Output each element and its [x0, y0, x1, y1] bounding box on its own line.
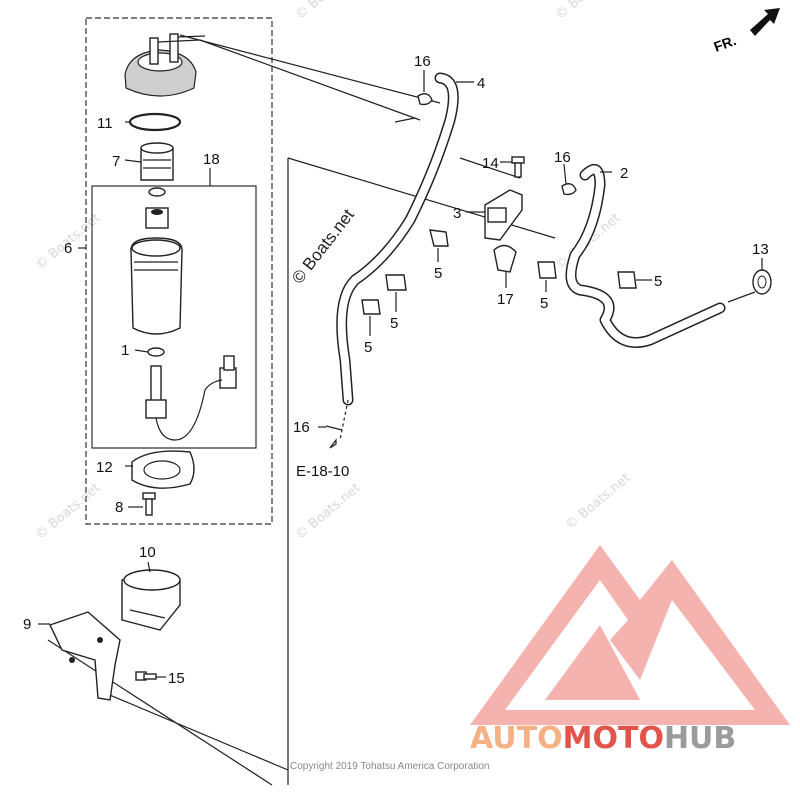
callout-5c: 5: [364, 339, 372, 356]
bracket-9: [49, 611, 121, 701]
bolt-14: [511, 156, 525, 178]
water-sensor: [145, 355, 237, 441]
clamp-5b: [385, 274, 407, 291]
clip-16c: [325, 425, 343, 431]
callout-5a: 5: [434, 265, 442, 282]
reference-label: E-18-10: [296, 463, 349, 480]
brand-logo-triangle: [470, 545, 790, 725]
callout-7: 7: [112, 153, 120, 170]
filter-element-7: [140, 142, 174, 181]
hose-continuation: [339, 399, 349, 441]
clamp-5c: [361, 299, 381, 315]
callout-17: 17: [497, 291, 514, 308]
callout-16b: 16: [554, 149, 571, 166]
clamp-5e: [617, 271, 637, 289]
brand-part-1: AUTO: [470, 721, 563, 756]
bolt-15: [135, 671, 157, 681]
assembly-6-dashed-box: [85, 17, 273, 525]
callout-18: 18: [203, 151, 220, 168]
callout-leaders: [38, 70, 763, 678]
o-ring-11: [128, 112, 182, 132]
callout-6: 6: [64, 240, 72, 257]
watermark: © Boats.net: [563, 471, 633, 533]
callout-4: 4: [477, 75, 485, 92]
callout-9: 9: [23, 616, 31, 633]
callout-10: 10: [139, 544, 156, 561]
callout-11: 11: [97, 115, 113, 132]
bracket-10: [121, 569, 181, 631]
leader-line: [179, 34, 441, 104]
leader-line: [199, 39, 421, 121]
callout-1: 1: [121, 342, 129, 359]
callout-12: 12: [96, 459, 113, 476]
clip-17: [493, 244, 517, 273]
copyright-text: Copyright 2019 Tohatsu America Corporati…: [290, 761, 489, 772]
gasket-12: [131, 450, 195, 489]
callout-15: 15: [168, 670, 185, 687]
callout-16a: 16: [414, 53, 431, 70]
watermark: © Boats.net: [293, 481, 363, 543]
small-ring: [148, 187, 166, 197]
hose-2: [565, 164, 726, 348]
o-ring-1: [147, 347, 165, 357]
bolt-8: [142, 492, 156, 516]
callout-3: 3: [453, 205, 461, 222]
clamp-5d: [537, 261, 557, 279]
boats-net-label: © Boats.net: [288, 205, 358, 287]
brand-part-2: MOTO: [563, 721, 664, 756]
leader-line: [104, 692, 289, 771]
clamp-5a: [429, 229, 449, 247]
leader-line: [394, 117, 416, 123]
callout-2: 2: [620, 165, 628, 182]
callout-16c: 16: [293, 419, 310, 436]
arrow-down: [329, 438, 337, 449]
spacer: [145, 207, 169, 229]
leader-line: [459, 157, 521, 179]
ground-terminal-13: [727, 269, 772, 303]
filter-head: [124, 33, 206, 97]
clip-16a: [417, 93, 433, 106]
direction-arrow-icon: [750, 8, 780, 36]
callout-13: 13: [752, 241, 769, 258]
watermark: © Boats.net: [293, 0, 363, 23]
hose-4: [336, 72, 459, 406]
brand-wordmark: AUTOMOTOHUB: [470, 721, 736, 756]
callout-14: 14: [482, 155, 499, 172]
watermark: © Boats.net: [553, 0, 623, 23]
direction-label: FR.: [712, 32, 739, 55]
watermark: © Boats.net: [33, 481, 103, 543]
callout-5e: 5: [654, 273, 662, 290]
filter-cup: [130, 237, 183, 335]
callout-5d: 5: [540, 295, 548, 312]
callout-8: 8: [115, 499, 123, 516]
brand-part-3: HUB: [664, 721, 736, 756]
clip-16b: [561, 183, 577, 196]
bracket-3: [484, 189, 523, 241]
callout-5b: 5: [390, 315, 398, 332]
view-frame-diagonal: [47, 639, 273, 786]
assembly-18-box: [91, 185, 257, 449]
